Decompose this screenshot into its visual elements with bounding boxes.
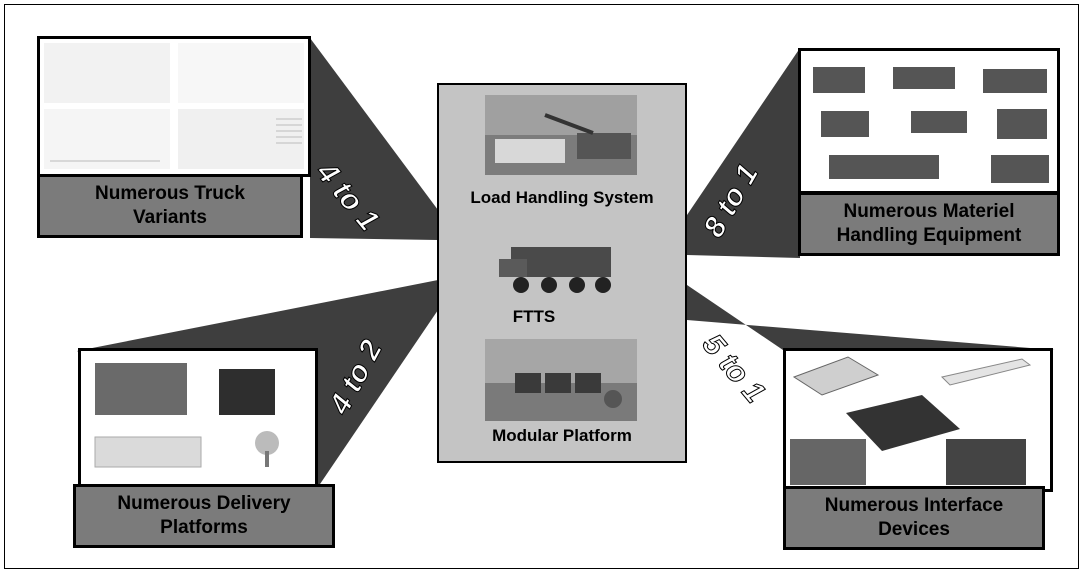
beam-interface	[687, 285, 1055, 350]
mhe-images	[813, 67, 1049, 183]
beam-truck	[310, 38, 438, 240]
beam-mhe	[687, 48, 800, 258]
load-handling-system-image	[485, 95, 637, 175]
truck-variants-box	[37, 36, 311, 177]
interface-devices-images	[790, 356, 1032, 485]
ftts-vehicle-image	[499, 247, 611, 293]
modular-platform-label: Modular Platform	[492, 426, 632, 445]
center-panel: Load Handling System FTTS Modular Platfo…	[437, 83, 687, 463]
ftts-label: FTTS	[512, 307, 556, 326]
load-handling-system-label: Load Handling System	[470, 188, 654, 207]
mhe-box	[798, 48, 1060, 194]
delivery-platforms-images	[94, 363, 279, 468]
delivery-platforms-box	[78, 348, 318, 488]
truck-variants-images	[44, 43, 304, 169]
diagram-frame	[4, 4, 1079, 569]
interface-devices-box	[783, 348, 1053, 492]
modular-platform-image	[485, 339, 637, 421]
